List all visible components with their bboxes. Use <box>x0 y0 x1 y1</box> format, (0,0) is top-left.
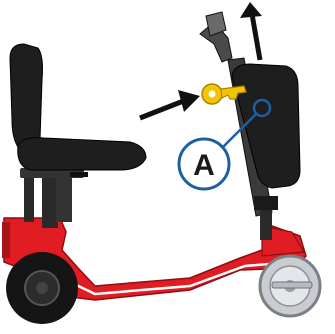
tiller <box>200 12 300 240</box>
rear-wheel <box>6 252 78 324</box>
front-axle-bolt <box>272 282 312 288</box>
seat-assembly <box>10 44 146 228</box>
rear-bumper <box>2 222 10 258</box>
seat-cushion <box>18 138 146 170</box>
seat-post-rear <box>24 178 34 222</box>
arrow-pointer <box>140 90 200 118</box>
lift-head <box>240 2 262 18</box>
fork-clamp <box>254 196 278 210</box>
key-bow-hole <box>209 91 216 98</box>
pointer-head <box>178 90 200 112</box>
lift-shaft <box>252 14 260 60</box>
rear-hub-cap <box>36 282 48 294</box>
seat-post <box>42 170 58 228</box>
pointer-shaft <box>140 100 186 118</box>
callout-label: A <box>193 149 215 182</box>
front-wheel <box>260 256 320 316</box>
armrest-bracket <box>56 170 72 222</box>
seat-swivel-lever <box>70 172 88 177</box>
arrow-up <box>240 2 262 60</box>
